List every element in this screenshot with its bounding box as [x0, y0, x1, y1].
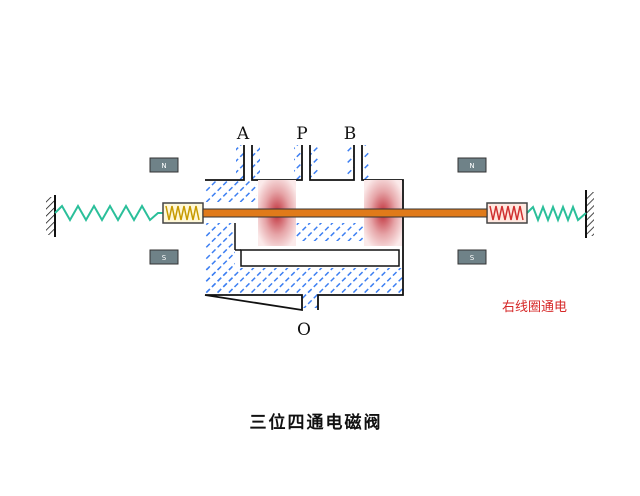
spool-rod — [202, 208, 488, 218]
svg-text:S: S — [470, 254, 475, 262]
status-label: 右线圈通电 — [502, 300, 567, 315]
port-label-p: P — [296, 124, 307, 144]
magnet-top-right: N — [457, 157, 487, 173]
svg-text:S: S — [162, 254, 167, 262]
right-spring — [526, 204, 587, 223]
left-wall — [46, 195, 56, 237]
left-spring — [54, 203, 164, 223]
diagram-title: 三位四通电磁阀 — [250, 412, 383, 433]
port-label-a: A — [236, 124, 250, 144]
svg-text:N: N — [161, 162, 166, 170]
magnet-bottom-right: S — [457, 249, 487, 265]
right-coil-spring — [486, 202, 528, 224]
port-label-b: B — [344, 124, 357, 144]
port-label-o: O — [297, 320, 311, 340]
left-coil-spring — [162, 202, 204, 224]
svg-text:N: N — [469, 162, 474, 170]
magnet-top-left: N — [149, 157, 179, 173]
valve-body — [204, 145, 404, 312]
right-wall — [585, 190, 594, 238]
magnet-bottom-left: S — [149, 249, 179, 265]
